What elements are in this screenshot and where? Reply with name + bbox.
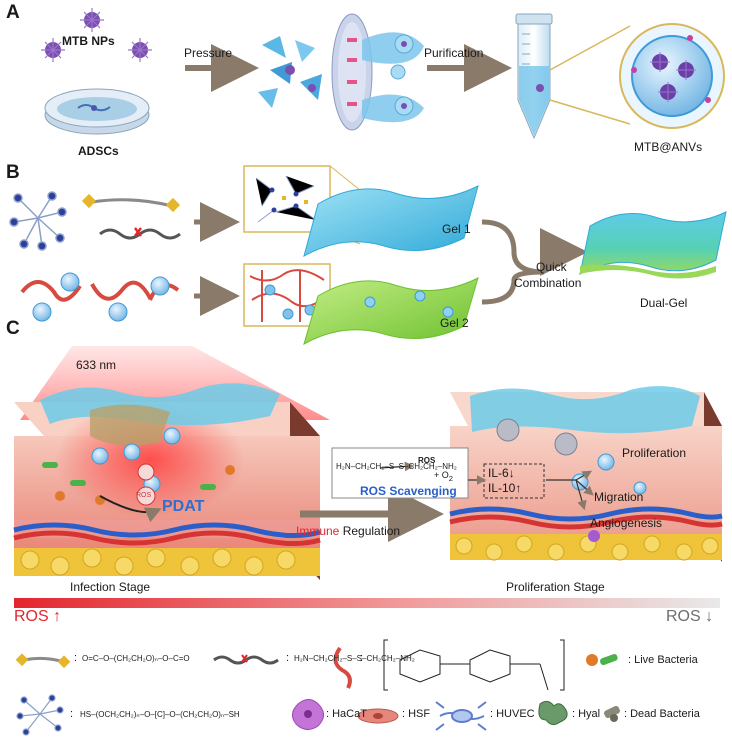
cell-fragments-icon [258, 36, 322, 108]
pressure-label: Pressure [184, 46, 233, 60]
legend-dead-bacteria-label: : Dead Bacteria [624, 708, 700, 720]
scheme-ros-label: ROS [418, 456, 436, 465]
panel-b-graphics [9, 165, 727, 346]
crosslinker-icon [81, 193, 181, 213]
legend-live-bacteria-icon [586, 654, 618, 666]
legend-huvec-label: : HUVEC [490, 708, 535, 720]
ros-high-label: ROS ↑ [14, 608, 62, 625]
centrifuge-tube-icon [515, 13, 553, 140]
dual-gel-sheet [579, 211, 727, 275]
infection-skin-block [13, 383, 321, 580]
mtb-np-particle-icon [41, 8, 152, 62]
combination-label: Combination [514, 276, 582, 290]
ros-bubble-label: ROS [136, 492, 152, 499]
anv-particle-icon [32, 272, 170, 322]
ros-low-label: ROS ↓ [666, 608, 714, 625]
legend-four-arm-peg-icon [16, 694, 64, 736]
il10-label: IL-10↑ [488, 481, 522, 495]
legend-cystamine-formula: H₂N–CH₂CH₂–S–S–CH₂CH₂–NH₂ [294, 654, 415, 663]
legend-ha-icon [333, 646, 352, 689]
legend-colon: : [286, 652, 290, 664]
legend-dead-bacteria-icon [604, 705, 620, 722]
mtb-anvs-label: MTB@ANVs [634, 140, 703, 154]
mtb-nps-label: MTB NPs [62, 34, 115, 48]
legend-hacat-icon [292, 699, 324, 730]
ros-gradient-bar [14, 598, 720, 608]
infection-stage-label: Infection Stage [70, 580, 151, 594]
legend-hyal-label: : Hyal [572, 708, 601, 720]
immune-word: Immune [296, 524, 340, 538]
petri-dish-icon [44, 88, 150, 135]
panel-c-graphics [13, 346, 723, 608]
ros-scavenging-label: ROS Scavenging [360, 484, 457, 498]
panel-b-label: B [6, 162, 20, 183]
legend-peg-formula: HS–(OCH₂CH₂)ₙ–O–[C]–O–(CH₂CH₂O)ₙ–SH [80, 710, 240, 719]
panel-c-label: C [6, 318, 20, 339]
migration-label: Migration [594, 490, 644, 504]
angiogenesis-label: Angiogenesis [590, 516, 663, 530]
purification-label: Purification [424, 46, 484, 60]
immune-regulation-label: Immune Regulation [296, 524, 400, 538]
legend-cystamine-icon [213, 654, 279, 665]
legend-crosslinker-icon [15, 653, 71, 669]
legend-graphics [15, 639, 620, 736]
legend-huvec-icon [435, 701, 487, 731]
proliferation-stage-label: Proliferation Stage [506, 580, 605, 594]
legend-hsf-icon [357, 708, 399, 724]
adscs-label: ADSCs [78, 144, 119, 158]
legend-live-bacteria-label: : Live Bacteria [628, 654, 698, 666]
scheme-cystamine-formula: H₂N–CH₂CH₂–S–S–CH₂CH₂–NH₂ [336, 462, 457, 471]
scheme-o2-label: + O2 [434, 470, 453, 483]
legend-colon: : [360, 652, 364, 664]
dual-gel-label: Dual-Gel [640, 296, 688, 310]
legend-hyal-icon [538, 700, 568, 726]
legend-hacat-label: : HaCaT [326, 708, 367, 720]
membrane-filter-icon [331, 13, 424, 131]
regulation-word: Regulation [342, 524, 401, 538]
gel1-sheet [303, 185, 479, 258]
gel1-label: Gel 1 [442, 222, 471, 236]
legend-ha-structure-icon [383, 639, 565, 691]
legend-linker-formula: O=C–O–(CH₂CH₂O)ₙ–O–C=O [82, 654, 190, 663]
legend-colon: : [70, 708, 74, 720]
proliferation-skin-block [449, 386, 723, 562]
panel-a-graphics [41, 8, 725, 140]
panel-a-label: A [6, 2, 20, 23]
mtb-anv-vesicle-icon [619, 23, 725, 129]
gel2-sheet [303, 277, 479, 346]
gel2-label: Gel 2 [440, 316, 469, 330]
ros-scavenging-scheme [331, 447, 594, 511]
laser-wavelength-label: 633 nm [76, 358, 117, 372]
proliferation-label: Proliferation [622, 446, 687, 460]
quick-label: Quick [536, 260, 567, 274]
four-arm-peg-icon [9, 191, 67, 251]
legend-colon: : [74, 652, 78, 664]
legend-hsf-label: : HSF [402, 708, 431, 720]
pdat-label: PDAT [162, 498, 205, 515]
il6-label: IL-6↓ [488, 466, 515, 480]
